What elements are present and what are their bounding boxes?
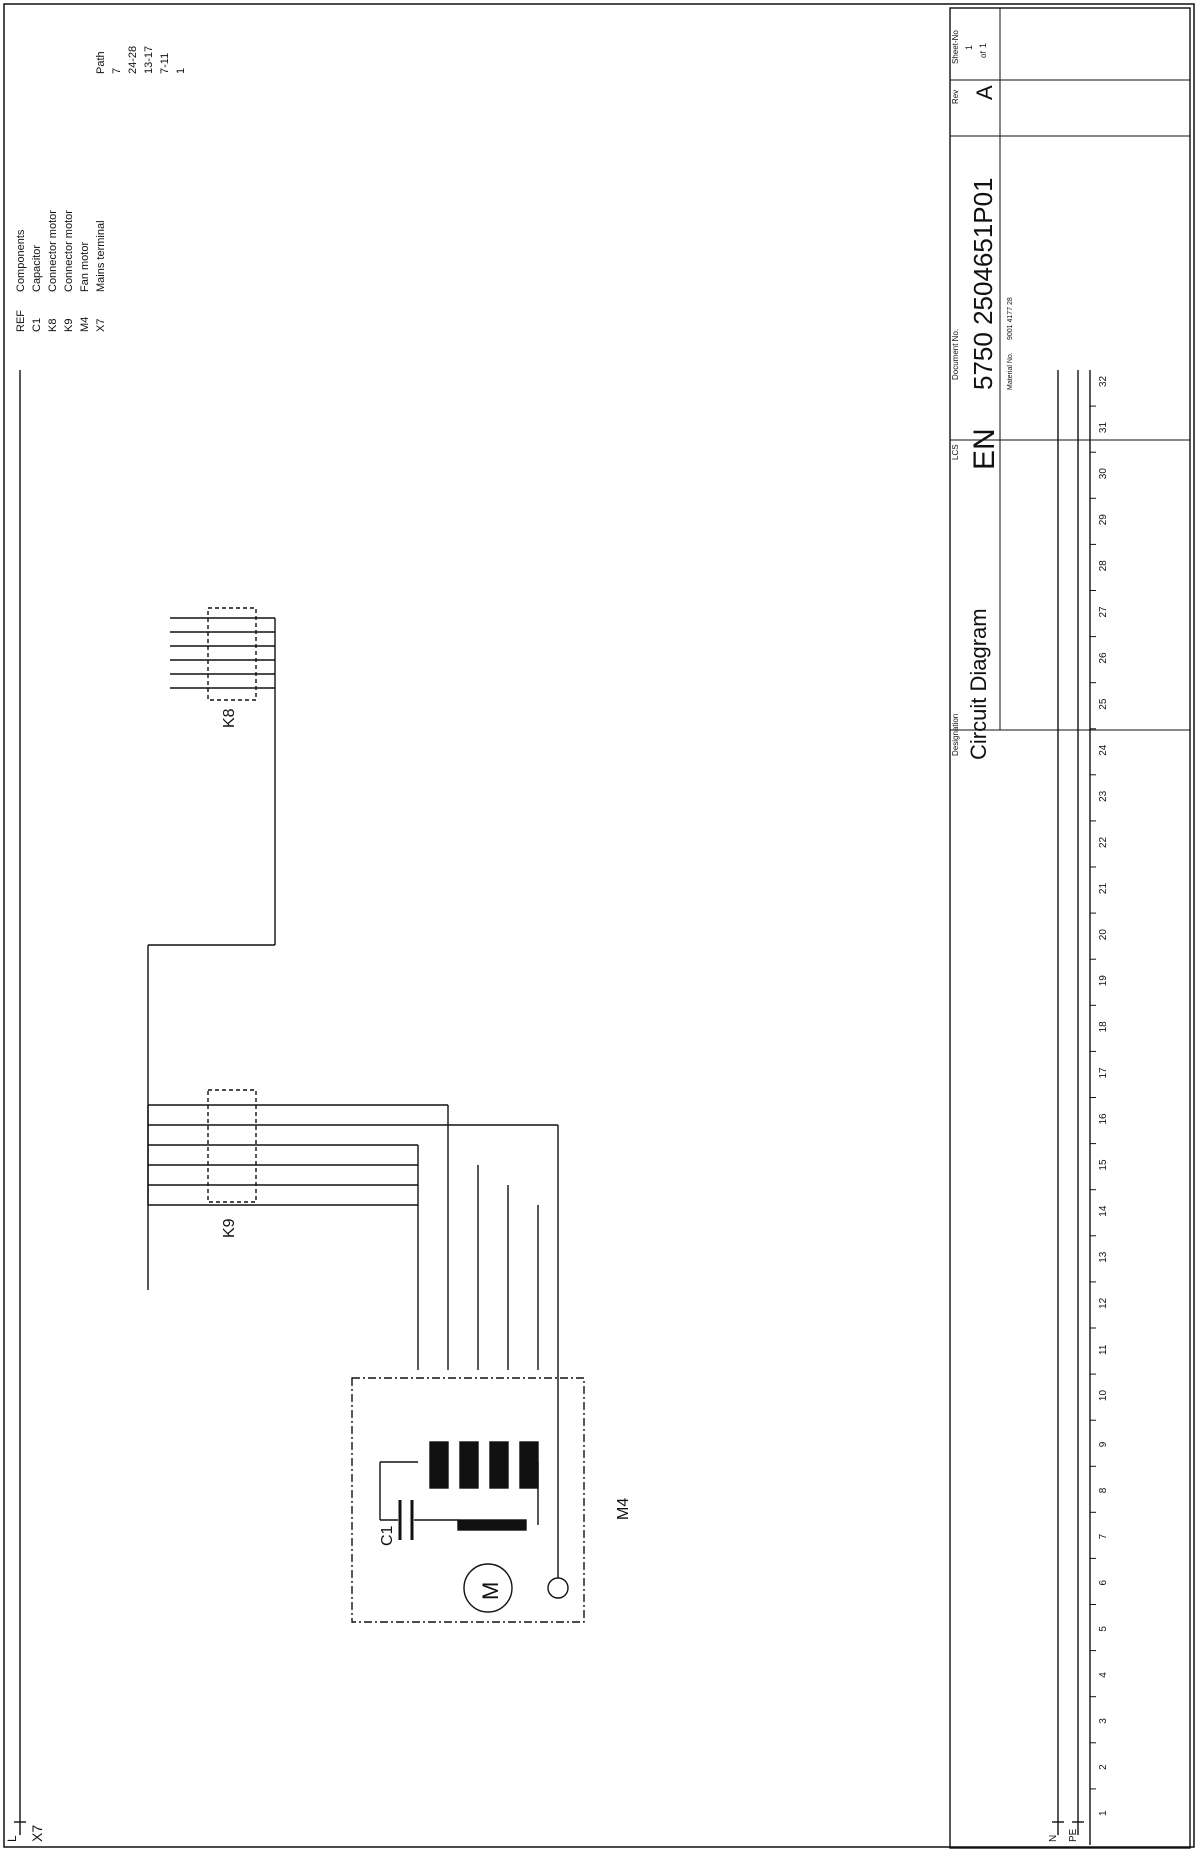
sheet-no-label: Sheet-No xyxy=(951,30,960,64)
table-row-path: 13-17 xyxy=(143,46,155,74)
table-row-ref: K9 xyxy=(63,319,75,332)
motor-symbol-label: M xyxy=(478,1582,503,1600)
path-number: 17 xyxy=(1098,1067,1109,1079)
table-row-ref: M4 xyxy=(79,317,91,332)
path-number: 32 xyxy=(1098,375,1109,387)
path-number: 10 xyxy=(1098,1390,1109,1402)
sheet-of-value: 1 xyxy=(978,43,988,48)
path-number: 9 xyxy=(1098,1441,1109,1447)
ground-symbol xyxy=(547,1577,569,1599)
rev-value: A xyxy=(972,85,997,100)
path-number: 12 xyxy=(1098,1297,1109,1309)
path-number: 14 xyxy=(1098,1205,1109,1217)
path-number: 1 xyxy=(1098,1810,1109,1816)
path-number: 4 xyxy=(1098,1672,1109,1678)
designation-value: Circuit Diagram xyxy=(966,608,991,760)
path-number: 21 xyxy=(1098,883,1109,895)
language-value: EN xyxy=(968,428,1001,470)
path-number: 3 xyxy=(1098,1718,1109,1724)
m4-label: M4 xyxy=(615,1498,632,1520)
table-row-name: Mains terminal xyxy=(95,220,107,292)
path-number: 27 xyxy=(1098,606,1109,618)
schematic-area xyxy=(14,370,1091,1845)
path-number: 20 xyxy=(1098,929,1109,941)
sheet-no-value: 1 xyxy=(964,45,974,50)
designation-label: Designation xyxy=(951,714,960,756)
table-row-name: Connector motor xyxy=(63,210,75,292)
document-no-label: Document No. xyxy=(951,329,960,380)
path-number: 30 xyxy=(1098,468,1109,480)
path-number: 18 xyxy=(1098,1021,1109,1033)
table-row-name: Connector motor xyxy=(47,210,59,292)
path-number: 31 xyxy=(1098,422,1109,434)
table-header-components: Components xyxy=(15,229,27,292)
table-header-path: Path xyxy=(95,51,107,74)
motor-windings xyxy=(429,1441,539,1531)
k8-label: K8 xyxy=(221,708,238,728)
table-row-path: 1 xyxy=(175,68,187,74)
table-row-path: 7-11 xyxy=(159,53,171,74)
table-header-ref: REF xyxy=(15,310,27,332)
path-number: 13 xyxy=(1098,1251,1109,1263)
table-row-name: Capacitor xyxy=(31,245,43,292)
table-row-ref: X7 xyxy=(95,319,107,332)
document-no-value: 5750 2504651P01 xyxy=(968,177,998,390)
material-no-label: Material No. xyxy=(1007,352,1014,390)
connector-k9 xyxy=(147,1089,448,1206)
components-table: REF Components C1 Capacitor K8 Connector… xyxy=(15,210,107,332)
path-number: 15 xyxy=(1098,1159,1109,1171)
motor-m4-enclosure xyxy=(351,1377,585,1623)
sheet-border xyxy=(3,3,1195,1848)
path-number: 5 xyxy=(1098,1626,1109,1632)
table-row-ref: K8 xyxy=(47,319,59,332)
motor-circle xyxy=(463,1563,513,1613)
table-row-path: 7 xyxy=(111,68,123,74)
c1-label: C1 xyxy=(379,1525,396,1546)
material-no-value: 9001 4177 28 xyxy=(1007,297,1014,340)
table-row-path: 24-28 xyxy=(127,46,139,74)
rev-label: Rev xyxy=(951,90,960,104)
path-number: 19 xyxy=(1098,975,1109,987)
path-number: 16 xyxy=(1098,1113,1109,1125)
lcs-label: LCS xyxy=(951,444,960,460)
path-number: 26 xyxy=(1098,652,1109,664)
path-number: 11 xyxy=(1098,1344,1109,1355)
k9-label: K9 xyxy=(221,1218,238,1238)
path-number: 24 xyxy=(1098,744,1109,756)
path-number: 2 xyxy=(1098,1764,1109,1770)
pe-rail-label: PE xyxy=(1068,1828,1079,1842)
path-number: 25 xyxy=(1098,698,1109,710)
components-path-column: Path 7 24-28 13-17 7-11 1 xyxy=(95,46,187,74)
n-rail-label: N xyxy=(1048,1835,1059,1842)
capacitor-c1 xyxy=(380,1500,458,1540)
x7-label: X7 xyxy=(29,1825,45,1842)
sheet-of-label: of xyxy=(979,51,988,58)
table-row-name: Fan motor xyxy=(79,242,91,292)
path-number: 22 xyxy=(1098,836,1109,848)
l-rail-label: L xyxy=(5,1835,19,1842)
path-number: 7 xyxy=(1098,1533,1109,1539)
path-number: 23 xyxy=(1098,790,1109,802)
path-number: 29 xyxy=(1098,514,1109,526)
k9-motor-wires xyxy=(417,1105,559,1370)
title-block: Designation Circuit Diagram LCS EN Docum… xyxy=(949,7,1191,1849)
connector-k8 xyxy=(147,607,276,1290)
path-number: 28 xyxy=(1098,560,1109,572)
path-number-ruler: 1234567891011121314151617181920212223242… xyxy=(1090,375,1109,1816)
table-row-ref: C1 xyxy=(31,318,43,332)
path-number: 6 xyxy=(1098,1580,1109,1586)
path-number: 8 xyxy=(1098,1487,1109,1493)
